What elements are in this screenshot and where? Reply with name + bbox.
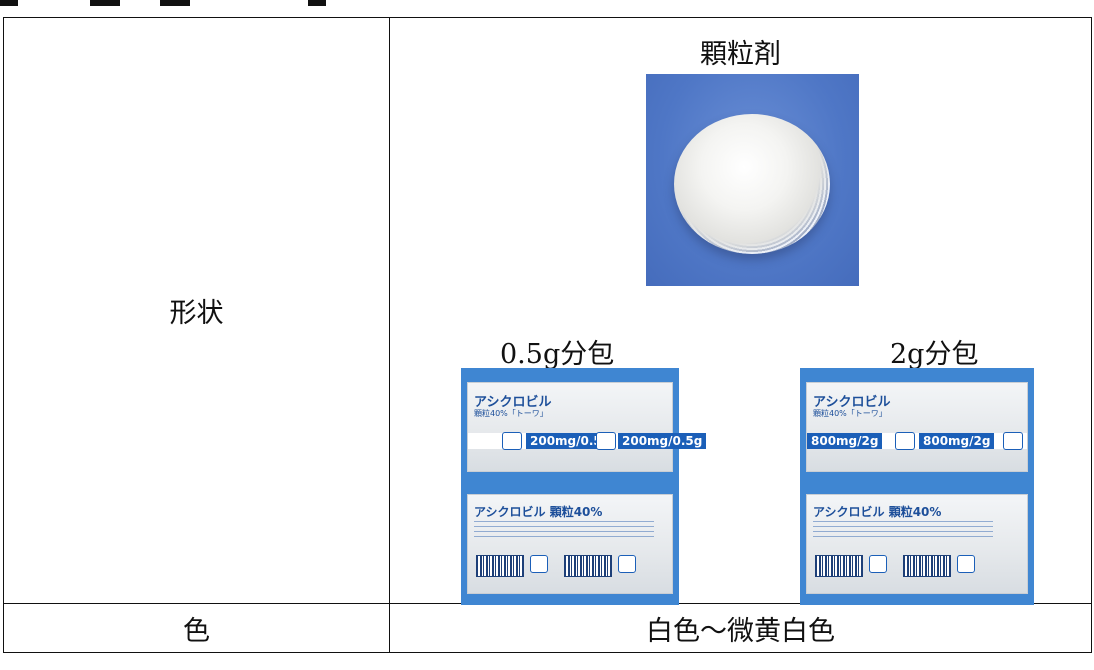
dose-label: 200mg/0.5g xyxy=(526,433,615,449)
granule-photo xyxy=(646,74,859,286)
sachet-brand: アシクロビル xyxy=(474,395,552,410)
sachet-fine-print xyxy=(813,521,993,539)
shape-content-cell: 顆粒剤 0.5g分包 2g分包 アシクロビル 顆粒40%「トーワ」 200mg/… xyxy=(389,17,1092,605)
heading-glyph xyxy=(0,0,18,6)
sachet-sub: 顆粒40%「トーワ」 xyxy=(813,409,887,418)
dose-label: 800mg/2g xyxy=(919,433,995,449)
dose-label: 800mg/2g xyxy=(807,433,883,449)
color-row: 色 白色～微黄白色 xyxy=(3,603,1092,653)
heading-glyph xyxy=(308,0,326,6)
sachet-brand: アシクロビル xyxy=(813,395,891,410)
maker-logo-icon xyxy=(895,432,915,450)
shape-label: 形状 xyxy=(3,17,390,604)
maker-logo-icon xyxy=(957,555,975,573)
barcode-icon xyxy=(815,555,863,577)
package-photo-2g: アシクロビル 顆粒40%「トーワ」 800mg/2g 800mg/2g アシクロ… xyxy=(800,368,1034,605)
heading-glyph xyxy=(90,0,120,6)
sachet-front: アシクロビル 顆粒40%「トーワ」 200mg/0.5g 200mg/0.5g xyxy=(467,382,707,472)
granule-pile-image xyxy=(674,114,830,254)
barcode-icon xyxy=(903,555,951,577)
sachet-back-brand: アシクロビル 顆粒40% xyxy=(813,505,942,519)
maker-logo-icon xyxy=(1003,432,1023,450)
barcode-icon xyxy=(476,555,524,577)
cropped-heading-fragment xyxy=(0,0,340,8)
sachet-back: アシクロビル 顆粒40% xyxy=(467,494,673,594)
granule-heading: 顆粒剤 xyxy=(700,39,781,70)
dose-label: 200mg/0.5g xyxy=(618,433,707,449)
barcode-icon xyxy=(564,555,612,577)
heading-glyph xyxy=(160,0,190,6)
sachet-fine-print xyxy=(474,521,654,539)
color-label: 色 xyxy=(3,603,390,653)
sachet-sub: 顆粒40%「トーワ」 xyxy=(474,409,548,418)
maker-logo-icon xyxy=(618,555,636,573)
package-heading-0.5g: 0.5g分包 xyxy=(500,339,615,370)
maker-logo-icon xyxy=(530,555,548,573)
sachet-back-brand: アシクロビル 顆粒40% xyxy=(474,505,603,519)
sachet-front: アシクロビル 顆粒40%「トーワ」 800mg/2g 800mg/2g xyxy=(806,382,1028,472)
maker-logo-icon xyxy=(869,555,887,573)
package-photo-0.5g: アシクロビル 顆粒40%「トーワ」 200mg/0.5g 200mg/0.5g … xyxy=(461,368,707,605)
sachet-back: アシクロビル 顆粒40% xyxy=(806,494,1028,594)
package-heading-2g: 2g分包 xyxy=(890,339,979,370)
maker-logo-icon xyxy=(596,432,616,450)
maker-logo-icon xyxy=(502,432,522,450)
shape-row: 形状 顆粒剤 0.5g分包 2g分包 アシクロビル 顆粒40%「トーワ」 200… xyxy=(3,17,1092,605)
drug-spec-table: 形状 顆粒剤 0.5g分包 2g分包 アシクロビル 顆粒40%「トーワ」 200… xyxy=(3,17,1092,653)
color-value: 白色～微黄白色 xyxy=(389,603,1092,653)
